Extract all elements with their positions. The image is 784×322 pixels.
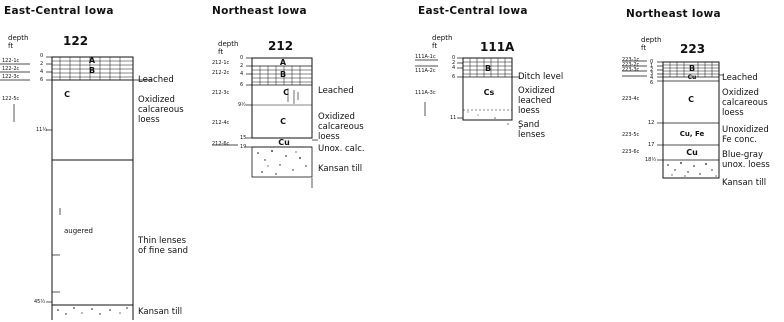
description: Unoxidized Fe conc. [722, 125, 769, 145]
description: Leached [722, 73, 758, 83]
horizon-label: Cu [684, 74, 700, 81]
horizon-label: Cu, Fe [678, 130, 706, 138]
depth-tick: 18½ [645, 157, 656, 163]
sample-label: 223-4c [622, 96, 639, 102]
sample-label: 223-5c [622, 132, 639, 138]
depth-tick: 17 [648, 142, 654, 148]
description: Oxidized calcareous loess [722, 88, 768, 118]
horizon-label: B [685, 64, 699, 73]
description: Kansan till [722, 178, 766, 188]
depth-tick: 12 [648, 120, 654, 126]
description: Blue-gray unox. loess [722, 150, 770, 170]
sample-label: 223-6c [622, 149, 639, 155]
horizon-label: Cu [684, 148, 700, 157]
depth-tick: 6 [650, 80, 653, 86]
sample-label: 223-3c [622, 67, 639, 73]
horizon-label: C [684, 95, 698, 104]
